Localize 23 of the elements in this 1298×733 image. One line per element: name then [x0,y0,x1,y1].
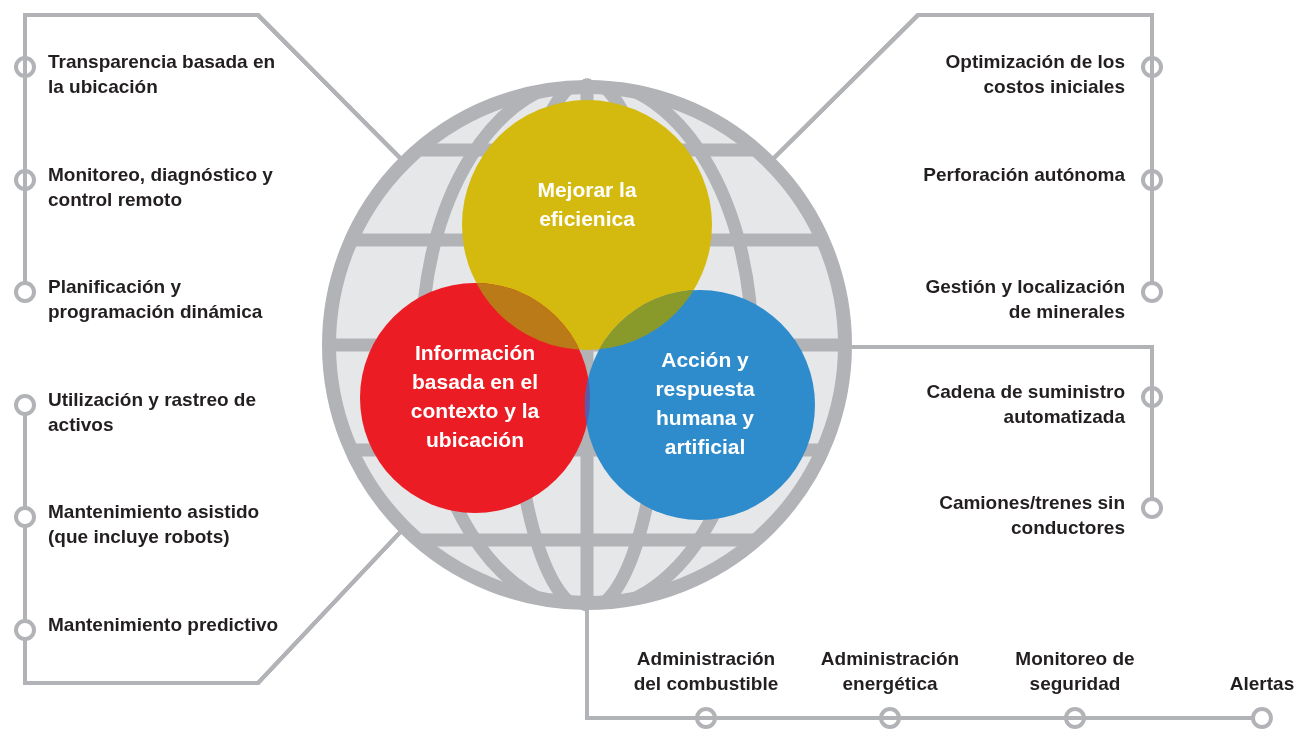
item-label: Perforación autónoma [900,162,1125,187]
item-label: Planificación y programación dinámica [48,274,283,324]
venn-circle [360,283,590,513]
item-label: Utilización y rastreo de activos [48,387,283,437]
connector-line [14,13,588,303]
item-label: Alertas [1180,671,1298,696]
item-label: Mantenimiento asistido (que incluye robots) [48,499,283,549]
item-label: Administración energética [808,646,972,696]
item-label: Camiones/trenes sin conductores [900,490,1125,540]
item-label: Gestión y localización de minerales [900,274,1125,324]
item-label: Monitoreo, diagnóstico y control remoto [48,162,283,212]
item-label: Optimización de los costos iniciales [900,49,1125,99]
circle-label: Información basada en el contexto y la ubicación [409,340,541,453]
circle-label: Acción y respuesta humana y artificial [654,347,756,460]
circle-label: Mejorar la eficienica [536,177,638,232]
item-label: Cadena de suministro automatizada [900,379,1125,429]
item-label: Transparencia basada en la ubicación [48,49,283,99]
item-label: Mantenimiento predictivo [48,612,283,637]
item-label: Administración del combustible [624,646,788,696]
connector-line [586,13,1163,303]
item-label: Monitoreo de seguridad [993,646,1157,696]
venn-circle [585,290,815,520]
connector-line [852,345,1163,519]
